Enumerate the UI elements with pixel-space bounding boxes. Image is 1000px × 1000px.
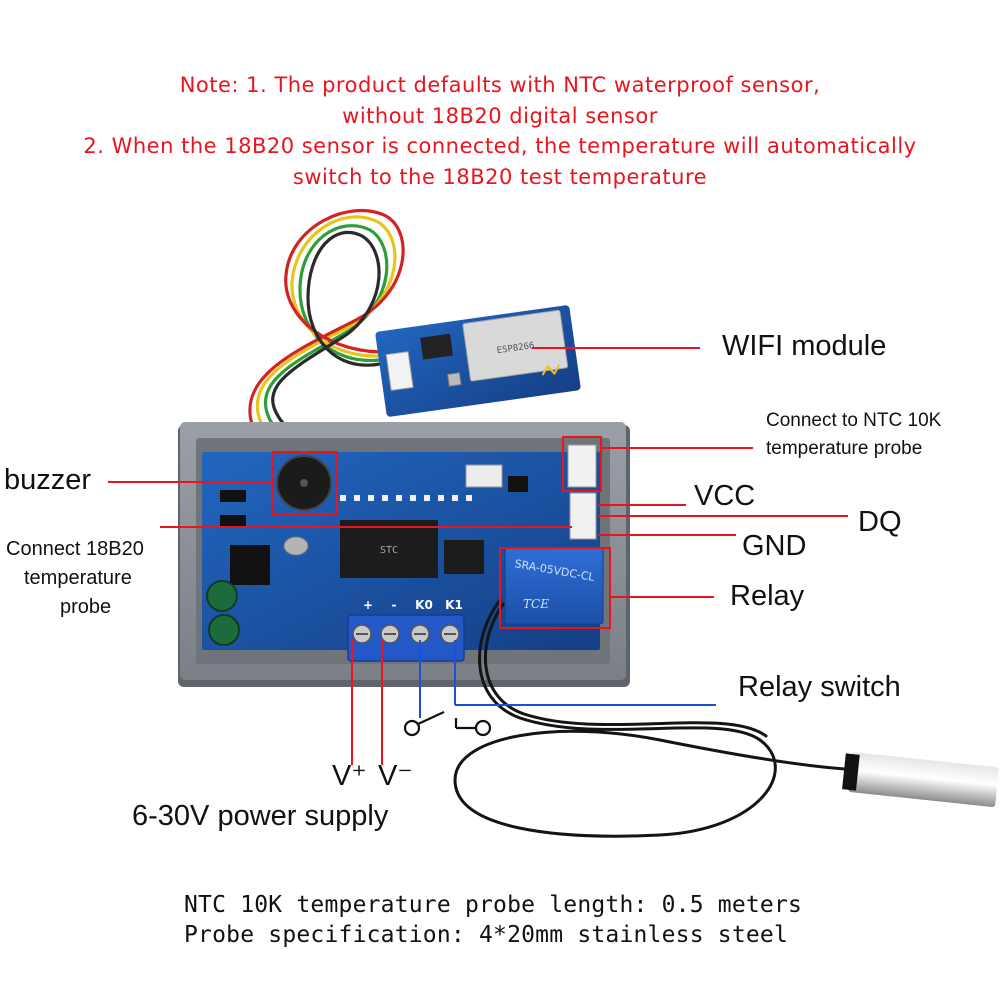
ntc-probe-cable [453, 598, 872, 838]
label-relay: Relay [730, 580, 805, 612]
label-18b20-line-3: probe [60, 596, 112, 618]
label-wifi-module: WIFI module [722, 330, 887, 362]
terminal-mark-plus: + [363, 598, 373, 612]
note-line-1: Note: 1. The product defaults with NTC w… [179, 73, 821, 97]
pointer-lines [108, 347, 848, 765]
label-vcc: VCC [694, 480, 756, 512]
terminal-mark-k0: K0 [415, 598, 433, 612]
terminal-mark-minus: - [392, 598, 397, 612]
relay-brand-label: TCE [523, 597, 549, 611]
terminal-mark-k1: K1 [445, 598, 463, 612]
note-line-4: switch to the 18B20 test temperature [292, 165, 708, 189]
relay-switch-pointers [419, 640, 716, 718]
label-dq: DQ [858, 506, 902, 538]
label-ntc-line-2: temperature probe [766, 438, 923, 459]
stainless-probe [842, 752, 999, 807]
mcu-chip-label: STC [380, 545, 398, 556]
relay-switch-symbol [403, 711, 492, 737]
note-line-3: 2. When the 18B20 sensor is connected, t… [83, 134, 917, 158]
footer-probe-spec: Probe specification: 4*20mm stainless st… [184, 922, 789, 948]
wifi-module-board: ESP8266 [375, 305, 581, 417]
label-v-plus: V⁺ [332, 760, 367, 792]
label-ntc-line-1: Connect to NTC 10K [766, 410, 942, 431]
label-buzzer: buzzer [4, 464, 92, 496]
label-18b20-line-1: Connect 18B20 [6, 538, 144, 560]
label-v-minus: V⁻ [378, 760, 413, 792]
label-relay-switch: Relay switch [738, 671, 901, 703]
label-gnd: GND [742, 530, 807, 562]
note-line-2: without 18B20 digital sensor [342, 104, 658, 128]
footer-probe-length: NTC 10K temperature probe length: 0.5 me… [184, 892, 803, 918]
label-power-supply: 6-30V power supply [132, 800, 389, 832]
label-18b20-line-2: temperature [24, 567, 132, 589]
